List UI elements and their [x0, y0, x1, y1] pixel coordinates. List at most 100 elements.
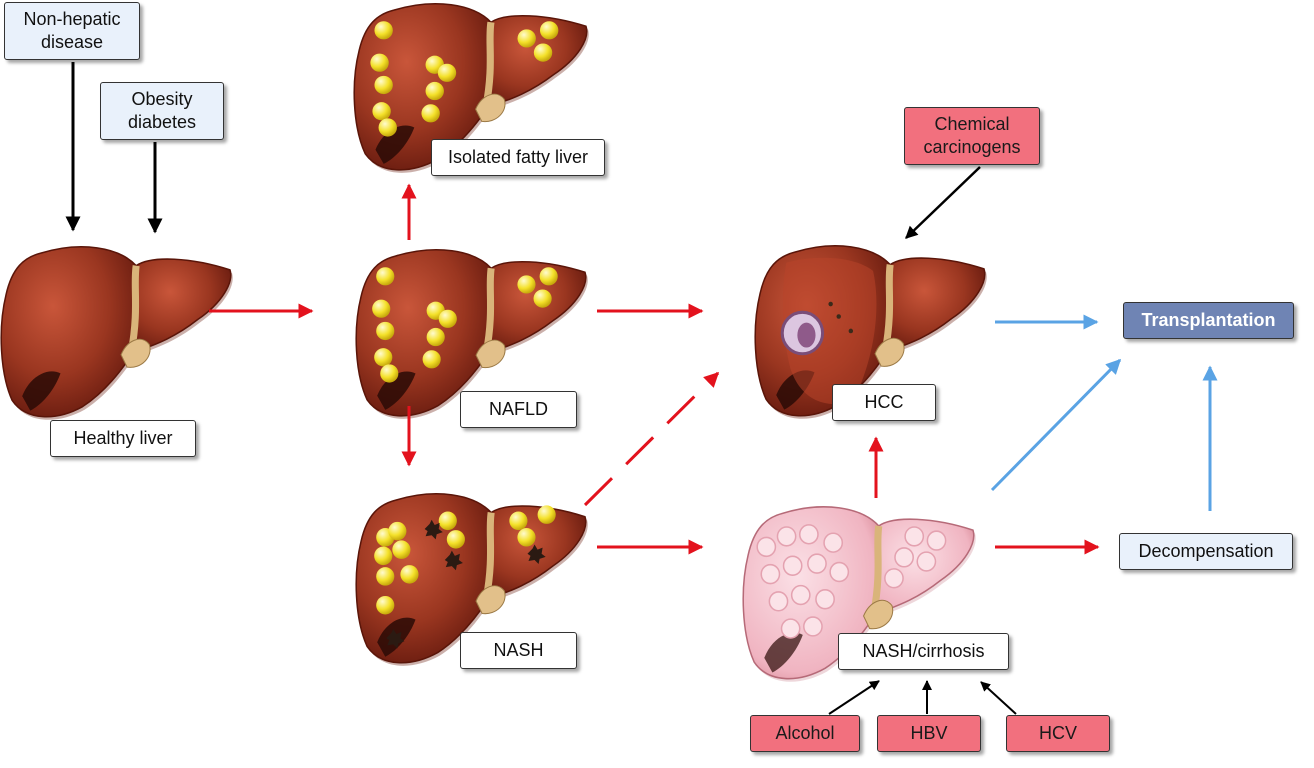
isolated-fatty-liver-box: Isolated fatty liver — [431, 139, 605, 176]
isolated-fatty-liver-label: Isolated fatty liver — [447, 147, 589, 167]
nafld-liver-illustration — [355, 249, 588, 419]
healthy-liver-label: Healthy liver — [73, 428, 173, 448]
hcc-cut-surface — [782, 257, 877, 405]
nafld-fat-droplet-2 — [372, 299, 391, 318]
cirrhosis-regenerative-nodule-2 — [776, 526, 797, 547]
nash-gallbladder — [475, 585, 506, 615]
isolated-fat-droplet-10 — [421, 104, 440, 123]
isolated-fat-droplet-3 — [374, 75, 393, 95]
nafld-box: NAFLD — [460, 391, 577, 428]
nafld-fat-droplet-12 — [380, 364, 399, 383]
hcv-label: HCV — [1038, 723, 1077, 743]
hbv-label: HBV — [910, 723, 948, 743]
isolated-fat-droplet-9 — [533, 43, 553, 62]
alcohol-label: Alcohol — [775, 723, 835, 743]
isolated-fat-droplet-8 — [539, 21, 559, 40]
obesity-diabetes-label: Obesity diabetes — [127, 89, 197, 132]
cirrhosis-regenerative-nodule-4 — [823, 532, 844, 553]
nash-fat-droplet-2 — [388, 521, 407, 541]
nash-fat-droplet-3 — [374, 546, 393, 566]
isolated-fat-droplet-1 — [374, 21, 393, 40]
cirrhosis-regenerative-nodule-10 — [790, 584, 811, 606]
obesity-diabetes-box: Obesity diabetes — [100, 82, 224, 140]
cirrhosis-regenerative-nodule-18 — [884, 568, 904, 589]
nash-to-hcc-dashed-arrow — [583, 371, 720, 507]
isolated-fat-droplet-12 — [378, 118, 397, 137]
cirrhosis-regenerative-nodule-3 — [798, 524, 819, 545]
nafld-fat-droplet-8 — [539, 267, 558, 286]
decompensation-label: Decompensation — [1138, 541, 1274, 561]
healthy-right-lobe — [0, 246, 139, 418]
nash-liver-illustration — [355, 493, 588, 666]
hcc-necrotic-dot-2 — [848, 328, 854, 334]
nafld-gallbladder — [475, 339, 506, 369]
cirrhosis-regenerative-nodule-1 — [756, 536, 777, 558]
cirrhosis-gallbladder — [863, 599, 894, 630]
hcc-liver-illustration — [754, 245, 987, 419]
hcv-to-cirrhosis-arrow — [980, 681, 1017, 715]
chemical-carcinogens-label: Chemical carcinogens — [923, 114, 1021, 157]
decompensation-box: Decompensation — [1119, 533, 1293, 570]
nash-fat-droplet-10 — [537, 505, 556, 524]
isolated-fat-droplet-7 — [517, 29, 536, 48]
nafld-fat-droplet-7 — [517, 275, 536, 294]
nafld-fat-droplet-9 — [533, 289, 552, 308]
nash-fat-droplet-11 — [517, 528, 536, 547]
nash-box: NASH — [460, 632, 577, 669]
isolated-fat-droplet-2 — [370, 53, 389, 72]
nash-cirrhosis-box: NASH/cirrhosis — [838, 633, 1009, 670]
healthy-liver-box: Healthy liver — [50, 420, 196, 457]
hcc-label: HCC — [864, 392, 904, 412]
cirrhosis-regenerative-nodule-8 — [829, 561, 850, 583]
cirrhosis-regenerative-nodule-7 — [807, 553, 827, 574]
nafld-fat-droplet-1 — [376, 267, 395, 286]
nash-label: NASH — [493, 640, 544, 660]
healthy-hilum-shadow — [22, 371, 61, 411]
nafld-fat-droplet-3 — [376, 321, 395, 341]
nash-inflammation-spot-4 — [527, 544, 546, 565]
cirrhosis-to-transplantation-arrow — [990, 358, 1122, 492]
hcc-necrotic-dot-1 — [836, 314, 841, 319]
chemical-carcinogens-box: Chemical carcinogens — [904, 107, 1040, 165]
cirrhosis-regenerative-nodule-12 — [780, 618, 801, 639]
nash-inflammation-spot-2 — [444, 550, 463, 571]
alcohol-to-cirrhosis-arrow — [828, 680, 880, 715]
cirrhosis-regenerative-nodule-13 — [803, 616, 823, 637]
isolated-fat-droplet-6 — [425, 81, 444, 101]
nash-cirrhosis-label: NASH/cirrhosis — [862, 641, 985, 661]
hcc-gallbladder — [874, 337, 905, 367]
nash-fat-droplet-9 — [376, 595, 395, 615]
hcc-necrotic-dot-3 — [828, 301, 833, 307]
nafld-fat-droplet-5 — [438, 309, 457, 328]
hcc-tumor-core — [797, 322, 816, 348]
cirrhosis-regenerative-nodule-5 — [760, 563, 781, 585]
nash-fat-droplet-7 — [438, 511, 457, 531]
isolated-gallbladder — [475, 93, 506, 123]
nash-fat-droplet-6 — [400, 565, 419, 584]
nafld-fat-droplet-10 — [422, 350, 441, 369]
chemical-to-hcc-arrow — [905, 166, 981, 239]
cirrhosis-hilum-shadow — [764, 632, 803, 673]
nash-fat-droplet-4 — [392, 540, 411, 559]
cirrhosis-regenerative-nodule-6 — [782, 555, 803, 576]
alcohol-box: Alcohol — [750, 715, 860, 752]
isolated-fat-droplet-11 — [372, 102, 391, 121]
hbv-box: HBV — [877, 715, 981, 752]
cirrhosis-regenerative-nodule-14 — [904, 526, 925, 547]
cirrhosis-liver-illustration — [742, 506, 976, 682]
hcv-box: HCV — [1006, 715, 1110, 752]
nash-inflammation-spot-1 — [424, 519, 443, 540]
hcc-box: HCC — [832, 384, 936, 421]
cirrhosis-regenerative-nodule-17 — [916, 551, 937, 572]
healthy-gallbladder — [120, 338, 151, 368]
nash-fat-droplet-5 — [376, 567, 395, 586]
cirrhosis-regenerative-nodule-9 — [768, 591, 789, 612]
non-hepatic-disease-label: Non-hepatic disease — [23, 9, 121, 52]
nash-fat-droplet-12 — [509, 511, 528, 531]
isolated-fat-droplet-5 — [437, 63, 457, 82]
nafld-fat-droplet-11 — [374, 348, 393, 367]
cirrhosis-regenerative-nodule-11 — [815, 589, 835, 610]
nash-inflammation-spot-3 — [386, 628, 405, 649]
isolated-liver-illustration — [353, 3, 589, 173]
